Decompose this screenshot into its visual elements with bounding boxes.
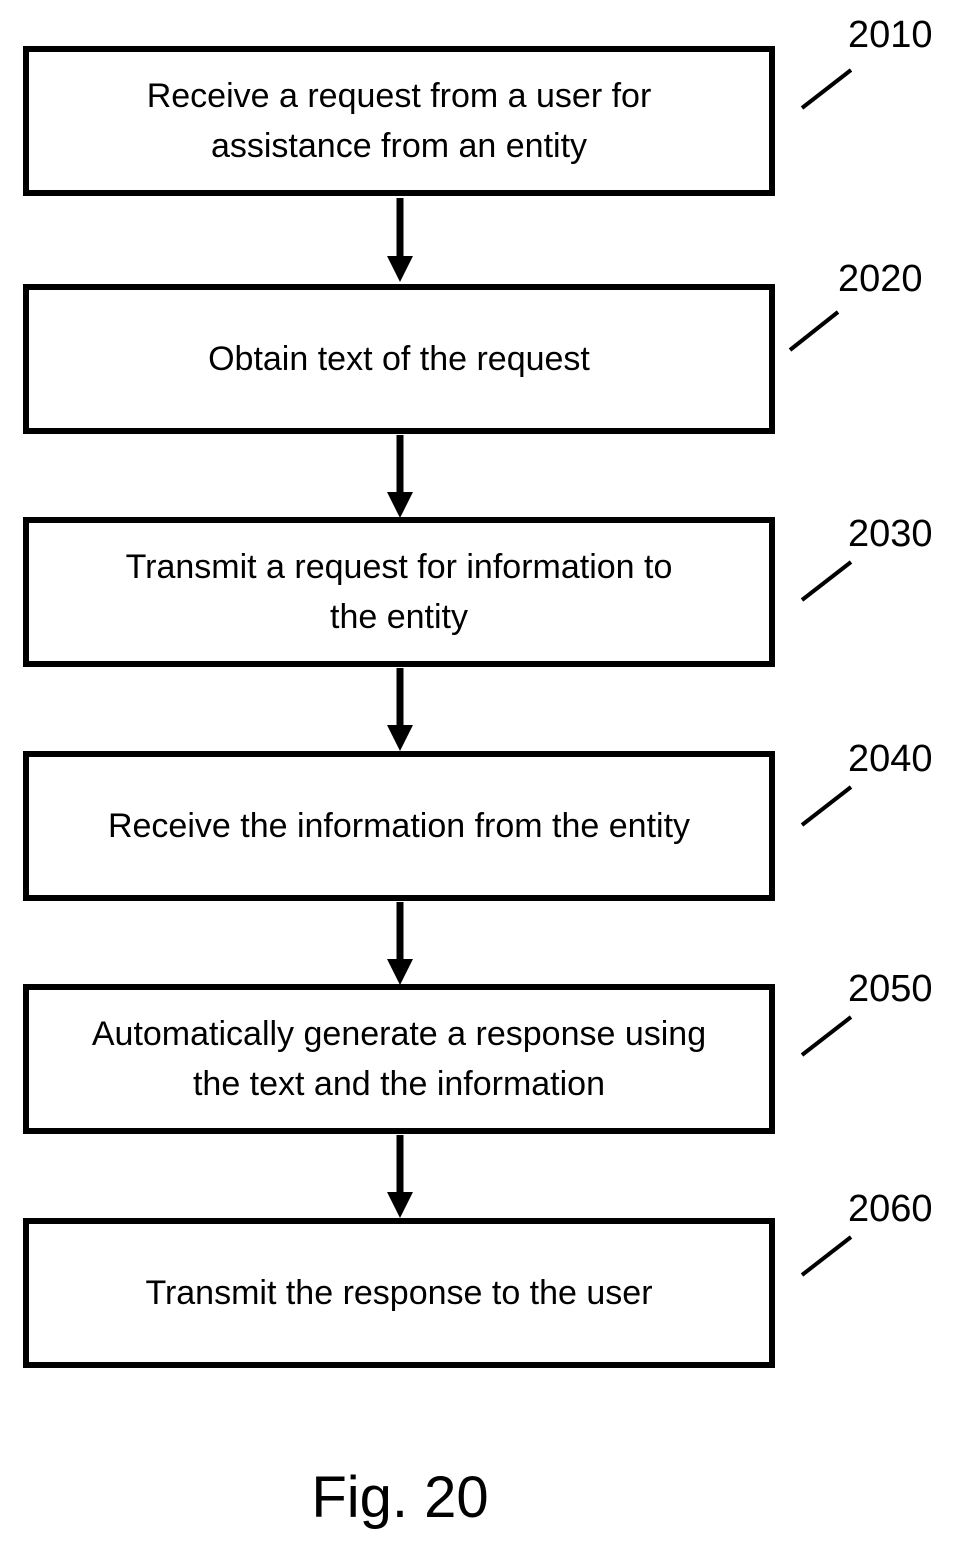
ref-label-2050: 2050 [848, 969, 933, 1009]
step-text-2020: Obtain text of the request [190, 334, 608, 384]
leader-line-2040 [802, 787, 851, 825]
leader-line-2010 [802, 70, 851, 108]
arrow-2040-to-2050 [387, 902, 413, 985]
arrow-2030-to-2040 [387, 668, 413, 751]
step-box-2060: Transmit the response to the user [23, 1218, 775, 1368]
ref-label-2030: 2030 [848, 514, 933, 554]
arrow-2010-to-2020 [387, 198, 413, 282]
arrow-2050-to-2060 [387, 1135, 413, 1218]
step-text-2010: Receive a request from a user for assist… [129, 71, 670, 171]
step-box-2030: Transmit a request for information to th… [23, 517, 775, 667]
step-box-2040: Receive the information from the entity [23, 751, 775, 901]
step-box-2010: Receive a request from a user for assist… [23, 46, 775, 196]
leader-line-2020 [790, 312, 838, 350]
step-text-2050: Automatically generate a response using … [74, 1009, 724, 1109]
figure-caption: Fig. 20 [250, 1465, 550, 1531]
step-text-2040: Receive the information from the entity [90, 801, 708, 851]
step-box-2020: Obtain text of the request [23, 284, 775, 434]
ref-label-2040: 2040 [848, 739, 933, 779]
leader-line-2050 [802, 1017, 851, 1055]
ref-label-2020: 2020 [838, 259, 923, 299]
step-text-2060: Transmit the response to the user [127, 1268, 670, 1318]
step-box-2050: Automatically generate a response using … [23, 984, 775, 1134]
leader-line-2060 [802, 1237, 851, 1275]
step-text-2030: Transmit a request for information to th… [108, 542, 691, 642]
ref-label-2010: 2010 [848, 15, 933, 55]
ref-label-2060: 2060 [848, 1189, 933, 1229]
leader-line-2030 [802, 562, 851, 600]
arrow-2020-to-2030 [387, 435, 413, 518]
